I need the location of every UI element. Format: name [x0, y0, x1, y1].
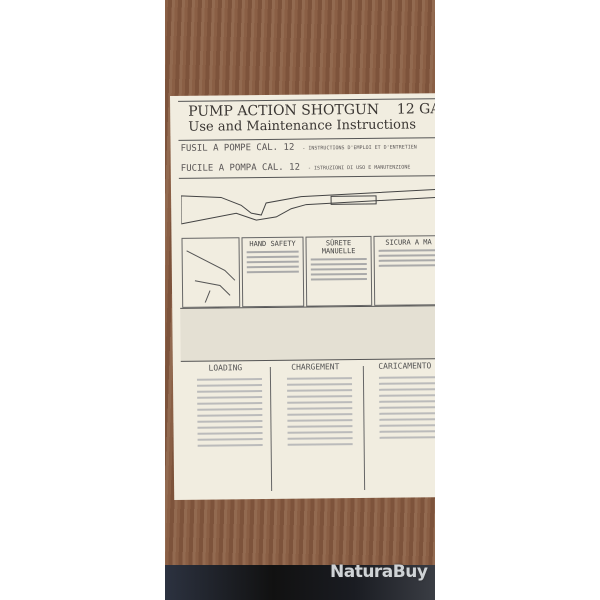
subtitle: Use and Maintenance Instructions [188, 117, 417, 135]
loading-figures [180, 305, 435, 362]
hand-safety-illustration [186, 250, 236, 303]
french-title: FUSIL A POMPE CAL. 12- INSTRUCTIONS D'EM… [180, 142, 417, 154]
column-chargement: CHARGEMENT [273, 362, 359, 493]
gauge: 12 GA. [396, 101, 435, 118]
background-dark-area [165, 565, 435, 600]
watermark-logo: NaturaBuy [330, 562, 428, 582]
panel-hand-safety: HAND SAFETY [241, 236, 305, 308]
manual-page: PUMP ACTION SHOTGUN 12 GA. Use and Maint… [170, 93, 435, 500]
shotgun-drawing [180, 188, 435, 225]
figure-1 [181, 237, 241, 308]
panel-sicura: SICURA A MA [373, 235, 435, 306]
italian-title: FUCILE A POMPA CAL. 12- ISTRUZIONI DI US… [180, 162, 411, 174]
panel-surete-manuelle: SÛRETE MANUELLE [305, 235, 373, 307]
column-loading: LOADING [183, 363, 269, 494]
photo: PUMP ACTION SHOTGUN 12 GA. Use and Maint… [165, 0, 435, 600]
column-caricamento: CARICAMENTO [365, 361, 435, 492]
